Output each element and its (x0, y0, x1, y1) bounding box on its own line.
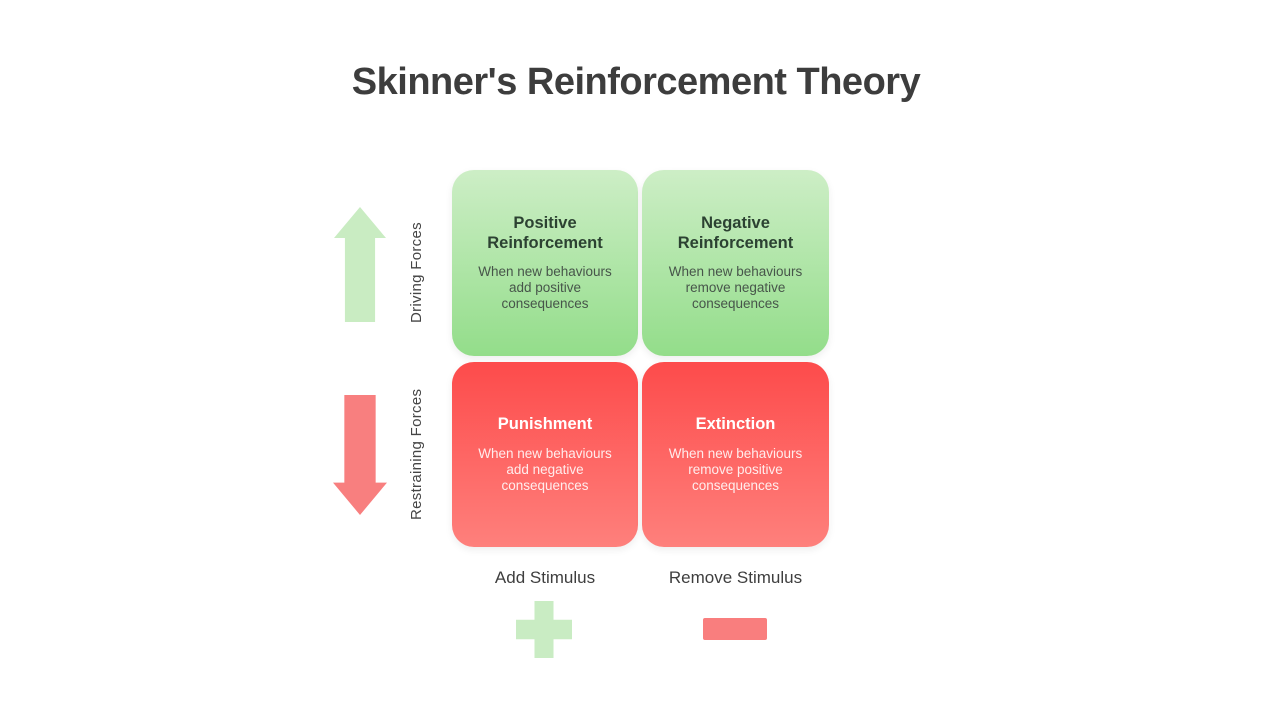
quadrant-title: Negative Reinforcement (677, 213, 794, 252)
minus-icon (703, 618, 767, 640)
quadrant-extinction: Extinction When new behaviours remove po… (642, 362, 829, 547)
driving-forces-label: Driving Forces (408, 222, 425, 324)
quadrant-description: When new behaviours remove positive cons… (668, 446, 803, 493)
quadrant-description: When new behaviours add negative consequ… (478, 446, 612, 493)
restraining-forces-label: Restraining Forces (408, 388, 425, 520)
plus-icon (516, 601, 572, 658)
quadrant-punishment: Punishment When new behaviours add negat… (452, 362, 638, 547)
quadrant-matrix: Positive Reinforcement When new behaviou… (452, 170, 829, 547)
quadrant-description: When new behaviours remove negative cons… (668, 264, 803, 312)
quadrant-title: Positive Reinforcement (487, 213, 603, 252)
quadrant-negative-reinforcement: Negative Reinforcement When new behaviou… (642, 170, 829, 356)
quadrant-description: When new behaviours add positive consequ… (478, 264, 612, 312)
quadrant-title: Punishment (497, 415, 593, 434)
down-arrow-icon (333, 395, 387, 515)
quadrant-positive-reinforcement: Positive Reinforcement When new behaviou… (452, 170, 638, 356)
quadrant-title: Extinction (695, 415, 776, 434)
up-arrow-icon (334, 207, 386, 322)
remove-stimulus-label: Remove Stimulus (668, 568, 803, 587)
add-stimulus-label: Add Stimulus (494, 568, 596, 587)
page-title: Skinner's Reinforcement Theory (351, 61, 921, 103)
